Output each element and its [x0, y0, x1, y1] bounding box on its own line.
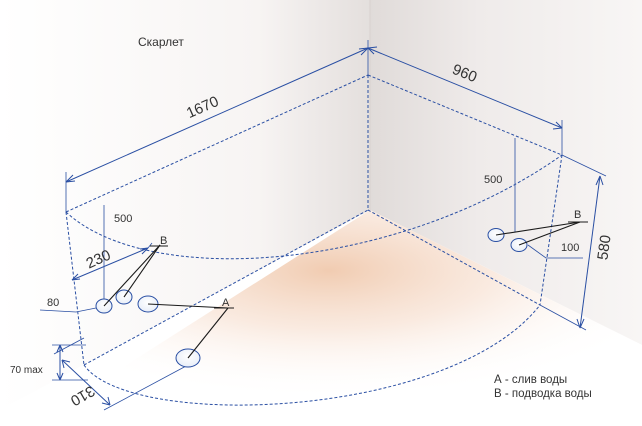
leader-b-right-1: [495, 221, 581, 236]
leader-a-2: [187, 307, 229, 359]
marker-a: A: [222, 297, 230, 309]
pipe-openings: [95, 228, 528, 368]
base-left: [83, 209, 369, 366]
dim-580-label: 580: [594, 233, 615, 262]
dim-1670-line: [65, 47, 369, 183]
rim-left: [65, 74, 369, 213]
marker-b-right: B: [574, 209, 582, 221]
dim-70-label: 70 max: [10, 365, 43, 376]
dim-960-line: [367, 47, 563, 129]
dim-580-line: [579, 175, 601, 329]
left-edge: [65, 211, 85, 366]
leader-b-left-2: [123, 244, 161, 298]
dim-80-leader: [39, 307, 97, 313]
dimension-lines: [39, 40, 607, 411]
floor-glow: [40, 210, 642, 426]
leader-b-right-2: [518, 221, 581, 246]
base-right: [367, 209, 541, 306]
legend-supply: В - подводка воды: [494, 388, 592, 400]
dim-80-label: 80: [47, 297, 60, 309]
dim-right-500-label: 500: [484, 174, 503, 186]
leader-b-left-1: [103, 244, 161, 307]
dim-310-line: [61, 359, 111, 406]
bottom-arc: [83, 304, 541, 406]
legend-drain: А - слив воды: [494, 374, 568, 386]
dim-230-line: [71, 247, 149, 281]
right-edge: [539, 154, 563, 306]
model-title: Скарлет: [138, 35, 184, 49]
marker-b-left: B: [160, 235, 168, 247]
marker-leaders: [103, 221, 588, 359]
dashed-outline: [65, 74, 563, 406]
left-wall: [0, 0, 370, 410]
top-arc: [65, 154, 563, 260]
dim-100-leader: [527, 244, 583, 259]
leader-a-1: [147, 303, 229, 309]
dim-left-500-label: 500: [114, 213, 133, 225]
right-wall: [370, 0, 642, 345]
dim-100-label: 100: [561, 242, 580, 254]
